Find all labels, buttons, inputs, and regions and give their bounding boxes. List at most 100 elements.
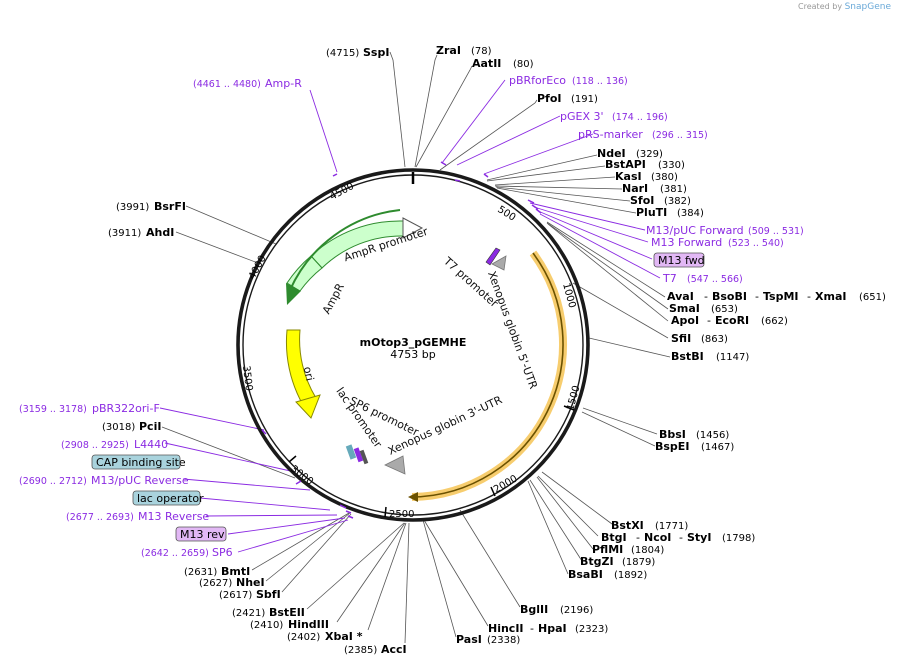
m13rev-box[interactable]: M13 rev: [175, 526, 227, 542]
bbsi-name[interactable]: BbsI: [659, 428, 686, 441]
snapgene-logo: SnapGene: [844, 2, 891, 12]
avai-pos: (651): [859, 292, 886, 303]
kasi-pos: (380): [651, 172, 678, 183]
ring-tick-marks: [288, 405, 575, 518]
prsmarker-name[interactable]: pRS-marker: [578, 128, 643, 141]
m13-rev-pos: (2677 .. 2693): [66, 512, 134, 523]
m13-fwd-name[interactable]: M13 Forward: [651, 236, 722, 249]
avai-name[interactable]: AvaI: [667, 290, 694, 303]
enzyme-leader-lines: [161, 51, 671, 644]
styi-name[interactable]: StyI: [687, 531, 711, 544]
pcii-pos: (3018): [102, 422, 135, 433]
ndei-pos: (329): [636, 149, 663, 160]
pbr322ori-pos: (3159 .. 3178): [19, 404, 87, 415]
xmai-name[interactable]: XmaI: [815, 290, 846, 303]
bmti-name[interactable]: BmtI: [221, 565, 250, 578]
kasi-name[interactable]: KasI: [615, 170, 642, 183]
apoi-name[interactable]: ApoI: [671, 314, 699, 327]
t7-promoter-feature[interactable]: [485, 247, 507, 271]
primer-leader-lines: [159, 79, 661, 553]
m13fwd-box-label: M13 fwd: [658, 254, 705, 267]
pasi-pos: (2338): [487, 635, 520, 646]
lacop-box[interactable]: lac operator: [132, 490, 204, 506]
xbai-pos: (2402): [287, 632, 320, 643]
pasi-name[interactable]: PasI: [456, 633, 482, 646]
ahdi-name[interactable]: AhdI: [146, 226, 174, 239]
bsteii-pos: (2421): [232, 608, 265, 619]
pbr322ori-name[interactable]: pBR322ori-F: [92, 402, 160, 415]
bstbi-name[interactable]: BstBI: [671, 350, 704, 363]
cap-box-label: CAP binding site: [96, 456, 186, 469]
nhei-name[interactable]: NheI: [236, 576, 265, 589]
m13rev-box-label: M13 rev: [180, 528, 225, 541]
pcii-name[interactable]: PciI: [139, 420, 161, 433]
ampr-primer-name[interactable]: Amp-R: [265, 77, 302, 90]
tspmi-name[interactable]: TspMI: [763, 290, 799, 303]
tick-3000: 3000: [288, 464, 315, 488]
pgex3-name[interactable]: pGEX 3': [560, 110, 604, 123]
zrai-name[interactable]: ZraI: [436, 44, 461, 57]
pfoi-name[interactable]: PfoI: [537, 92, 562, 105]
sfii-pos: (863): [701, 334, 728, 345]
nari-name[interactable]: NarI: [622, 182, 648, 195]
hincii-name[interactable]: HincII: [488, 622, 524, 635]
bspei-name[interactable]: BspEI: [655, 440, 689, 453]
hincii-sep: -: [530, 622, 534, 635]
bstxi-name[interactable]: BstXI: [611, 519, 644, 532]
apoi-sep: -: [707, 314, 711, 327]
btgi-name[interactable]: BtgI: [601, 531, 627, 544]
bsrfi-name[interactable]: BsrFI: [154, 200, 186, 213]
bglii-name[interactable]: BglII: [520, 603, 548, 616]
sp6-primer-name[interactable]: SP6: [212, 546, 233, 559]
avai-sep1: -: [704, 290, 708, 303]
acci-pos: (2385): [344, 645, 377, 656]
ecori-name[interactable]: EcoRI: [715, 314, 749, 327]
l4440-name[interactable]: L4440: [134, 438, 168, 451]
sfoi-name[interactable]: SfoI: [630, 194, 654, 207]
xbai-name[interactable]: XbaI *: [325, 630, 363, 643]
pluti-name[interactable]: PluTI: [636, 206, 667, 219]
bsabi-name[interactable]: BsaBI: [568, 568, 603, 581]
hindiii-name[interactable]: HindIII: [288, 618, 329, 631]
cap-box[interactable]: CAP binding site: [91, 454, 186, 470]
m13puc-fwd-name[interactable]: M13/pUC Forward: [646, 224, 744, 237]
smai-name[interactable]: SmaI: [669, 302, 700, 315]
sspi-name[interactable]: SspI: [363, 46, 389, 59]
ampr-feature[interactable]: [286, 209, 401, 305]
pluti-pos: (384): [677, 208, 704, 219]
m13-fwd-pos: (523 .. 540): [728, 238, 784, 249]
zrai-pos: (78): [471, 46, 492, 57]
btgi-pos: (1798): [722, 533, 755, 544]
btgzi-pos: (1879): [622, 557, 655, 568]
m13-rev-name[interactable]: M13 Reverse: [138, 510, 209, 523]
bsobi-name[interactable]: BsoBI: [712, 290, 747, 303]
pflmi-pos: (1804): [631, 545, 664, 556]
acci-name[interactable]: AccI: [381, 643, 407, 656]
sfoi-pos: (382): [664, 196, 691, 207]
pbrforeco-pos: (118 .. 136): [572, 76, 628, 87]
plasmid-backbone: [236, 168, 590, 522]
pbrforeco-name[interactable]: pBRforEco: [509, 74, 566, 87]
bstapi-name[interactable]: BstAPI: [605, 158, 646, 171]
sfii-name[interactable]: SfiI: [671, 332, 691, 345]
m13fwd-box[interactable]: M13 fwd: [653, 252, 705, 268]
pflmi-name[interactable]: PflMI: [592, 543, 623, 556]
btgzi-name[interactable]: BtgZI: [580, 555, 614, 568]
aatii-name[interactable]: AatII: [472, 57, 501, 70]
m13puc-fwd-pos: (509 .. 531): [748, 226, 804, 237]
sp6-lac-cluster[interactable]: [345, 444, 406, 475]
avai-sep2: -: [755, 290, 759, 303]
hpai-name[interactable]: HpaI: [538, 622, 567, 635]
ndei-name[interactable]: NdeI: [597, 147, 626, 160]
plasmid-length: 4753 bp: [390, 348, 435, 361]
t7-primer-name[interactable]: T7: [662, 272, 677, 285]
bsteii-name[interactable]: BstEII: [269, 606, 305, 619]
aatii-pos: (80): [513, 59, 534, 70]
ori-feature[interactable]: [285, 329, 321, 419]
avai-sep3: -: [807, 290, 811, 303]
ncoi-name[interactable]: NcoI: [644, 531, 671, 544]
l4440-pos: (2908 .. 2925): [61, 440, 129, 451]
m13puc-rev-name[interactable]: M13/pUC Reverse: [91, 474, 189, 487]
sbfi-name[interactable]: SbfI: [256, 588, 281, 601]
